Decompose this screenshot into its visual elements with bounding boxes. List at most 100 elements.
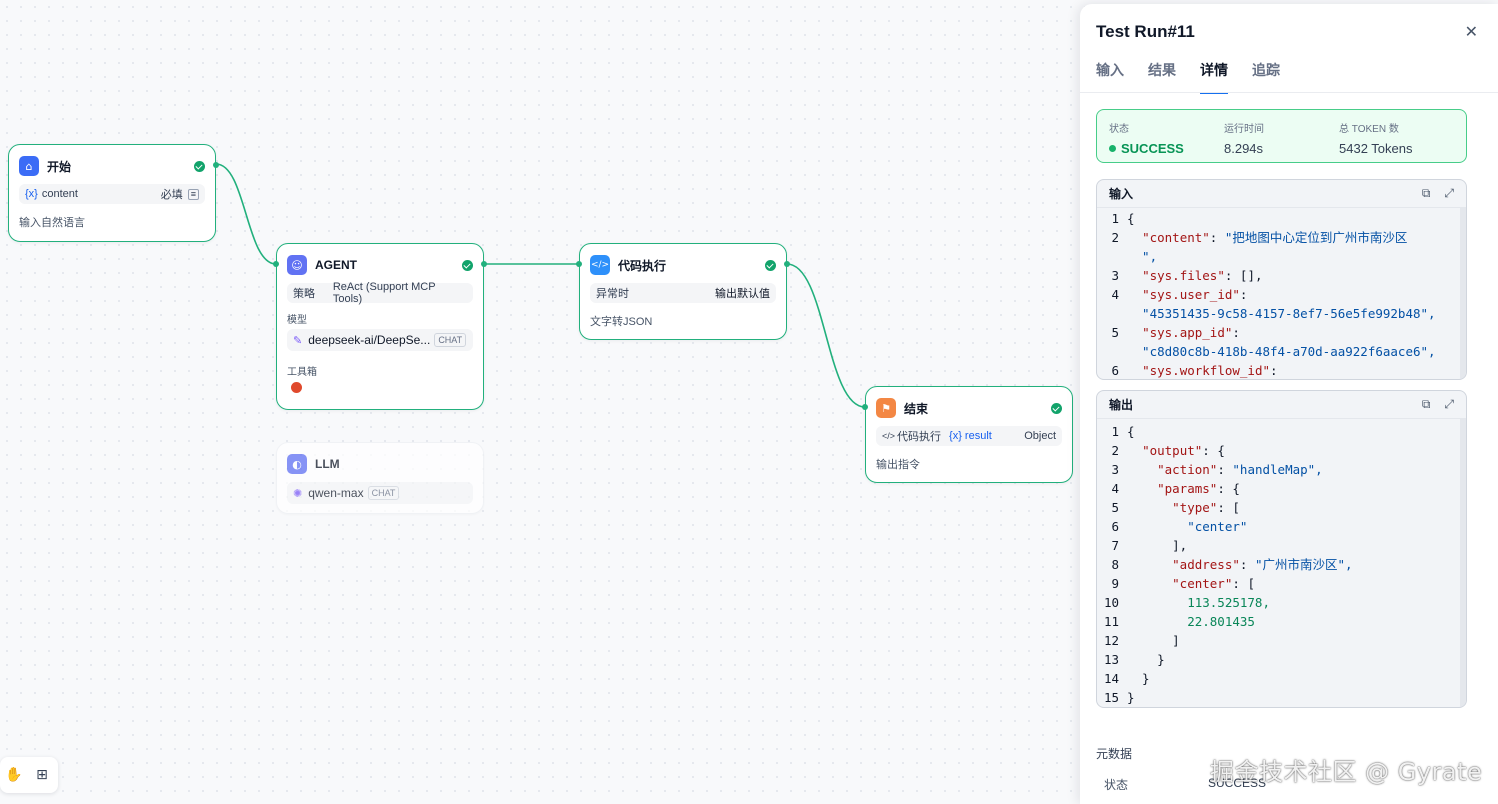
code-text: "sys.user_id": [1142,287,1248,302]
code-text: "content": "把地图中心定位到广州市南沙区 [1142,230,1408,245]
code-text: } [1127,652,1165,667]
tab-trace[interactable]: 追踪 [1252,62,1280,78]
exception-label: 异常时 [596,288,629,300]
code-text: "address": "广州市南沙区", [1172,557,1353,572]
start-node[interactable]: ⌂ 开始 {x} content 必填 ≡ 输入自然语言 [8,144,219,242]
start-node-desc: 输入自然语言 [19,217,85,229]
copy-icon[interactable]: ⧉ [1421,397,1431,411]
code-line: 5 "sys.app_id": [1097,323,1466,342]
end-node[interactable]: ⚑ 结束 </> 代码执行 {x} result Object 输出指令 [862,386,1073,483]
line-number [1097,304,1127,323]
output-code-box: 输出 ⧉ ⤢ 1{2 "output": {3 "action": "handl… [1096,390,1467,708]
panel-tabs: 输入 结果 详情 追踪 [1096,60,1304,94]
code-line: 14 } [1097,669,1466,688]
agent-icon: ☺ [287,255,307,275]
edge-code-end [786,263,866,408]
tool-icon [291,382,302,393]
code-text: 113.525178, [1127,595,1270,610]
llm-node[interactable]: ◐ LLM ✺ qwen-max CHAT [276,442,484,514]
code-line: 9 "center": [ [1097,574,1466,593]
tab-detail[interactable]: 详情 [1200,60,1228,94]
code-text: ] [1127,633,1180,648]
tab-result[interactable]: 结果 [1148,62,1176,78]
metadata-title: 元数据 [1096,747,1133,761]
code-text: "params": { [1157,481,1240,496]
line-number: 4 [1111,287,1119,302]
code-line: 2 "content": "把地图中心定位到广州市南沙区 [1097,228,1466,247]
line-number: 14 [1103,671,1119,686]
code-line: 2 "output": { [1097,441,1466,460]
code-text: { [1127,424,1135,439]
status-card: 状态 SUCCESS 运行时间 8.294s 总 TOKEN 数 5432 To… [1096,109,1467,163]
tab-input[interactable]: 输入 [1096,62,1124,78]
code-exception-row: 异常时 输出默认值 [590,283,776,303]
code-line: 8 "address": "广州市南沙区", [1097,555,1466,574]
code-node[interactable]: </> 代码执行 异常时 输出默认值 文字转JSON [576,243,790,340]
layout-icon[interactable]: ⊞ [36,767,48,783]
start-output-handle[interactable] [213,162,219,168]
code-input-handle[interactable] [576,261,582,267]
agent-input-handle[interactable] [273,261,279,267]
output-scrollbar[interactable] [1460,419,1466,707]
code-text: "type": [ [1172,500,1240,515]
hand-tool-icon[interactable]: ✋ [5,767,23,783]
code-line: 5 "type": [ [1097,498,1466,517]
status-value-row: SUCCESS [1109,141,1184,156]
code-output-handle[interactable] [784,261,790,267]
code-text: ", [1127,249,1158,264]
input-code-body[interactable]: 1{2 "content": "把地图中心定位到广州市南沙区 ", 3 "sys.… [1097,208,1466,379]
agent-output-handle[interactable] [481,261,487,267]
line-number: 2 [1111,443,1119,458]
line-number: 7 [1111,538,1119,553]
code-text: ], [1127,538,1188,553]
code-line: 4 "sys.user_id": [1097,285,1466,304]
code-line: 3 "sys.files": [], [1097,266,1466,285]
code-text: "45351435-9c58-4157-8ef7-56e5fe992b48", [1127,306,1436,321]
code-line: 10 113.525178, [1097,593,1466,612]
llm-model-tag: CHAT [367,486,400,500]
input-scrollbar[interactable] [1460,208,1466,379]
agent-node[interactable]: ☺ AGENT 策略 ReAct (Support MCP Tools) 模型 … [273,243,487,410]
variable-icon: {x} [25,188,38,200]
input-box-title: 输入 [1109,187,1134,201]
line-number: 10 [1103,595,1119,610]
code-text: "sys.workflow_id": [1142,363,1278,378]
time-label: 运行时间 [1224,124,1264,135]
llm-icon: ◐ [287,454,307,474]
ref-source: 代码执行 [897,431,942,443]
code-line: ", [1097,247,1466,266]
llm-model-row: ✺ qwen-max CHAT [287,482,473,504]
output-code-body[interactable]: 1{2 "output": {3 "action": "handleMap",4… [1097,419,1466,707]
line-number: 5 [1111,500,1119,515]
close-icon[interactable]: ✕ [1464,24,1478,41]
strategy-value: ReAct (Support MCP Tools) [332,281,436,305]
start-node-title: 开始 [47,159,72,174]
token-value: 5432 Tokens [1339,141,1413,156]
test-run-panel: Test Run#11 ✕ 输入 结果 详情 追踪 状态 SUCCESS 运行时… [1080,4,1498,804]
strategy-label: 策略 [293,288,315,300]
home-icon: ⌂ [19,156,39,176]
ref-type: Object [1024,430,1056,442]
model-value: deepseek-ai/DeepSe... [308,333,431,347]
expand-icon[interactable]: ⤢ [1444,186,1454,200]
copy-icon[interactable]: ⧉ [1421,186,1431,200]
end-input-handle[interactable] [862,404,868,410]
code-line: 3 "action": "handleMap", [1097,460,1466,479]
code-line: 1{ [1097,209,1466,228]
end-node-desc: 输出指令 [876,459,920,471]
code-text: "sys.app_id": [1142,325,1240,340]
agent-node-title: AGENT [315,258,357,272]
llm-node-title: LLM [315,457,340,471]
code-icon: </> [590,255,610,275]
line-number: 13 [1103,652,1119,667]
deepseek-icon: ✎ [293,334,303,347]
success-dot-icon [1109,145,1116,152]
variable-name: content [41,188,78,200]
expand-icon[interactable]: ⤢ [1444,397,1454,411]
exception-value: 输出默认值 [715,288,770,300]
workflow-canvas[interactable]: ⌂ 开始 {x} content 必填 ≡ 输入自然语言 ☺ AGENT 策略 … [0,0,1080,804]
llm-model-value: qwen-max [308,486,364,500]
line-number: 6 [1111,519,1119,534]
line-number: 11 [1103,614,1119,629]
line-number [1097,247,1127,266]
